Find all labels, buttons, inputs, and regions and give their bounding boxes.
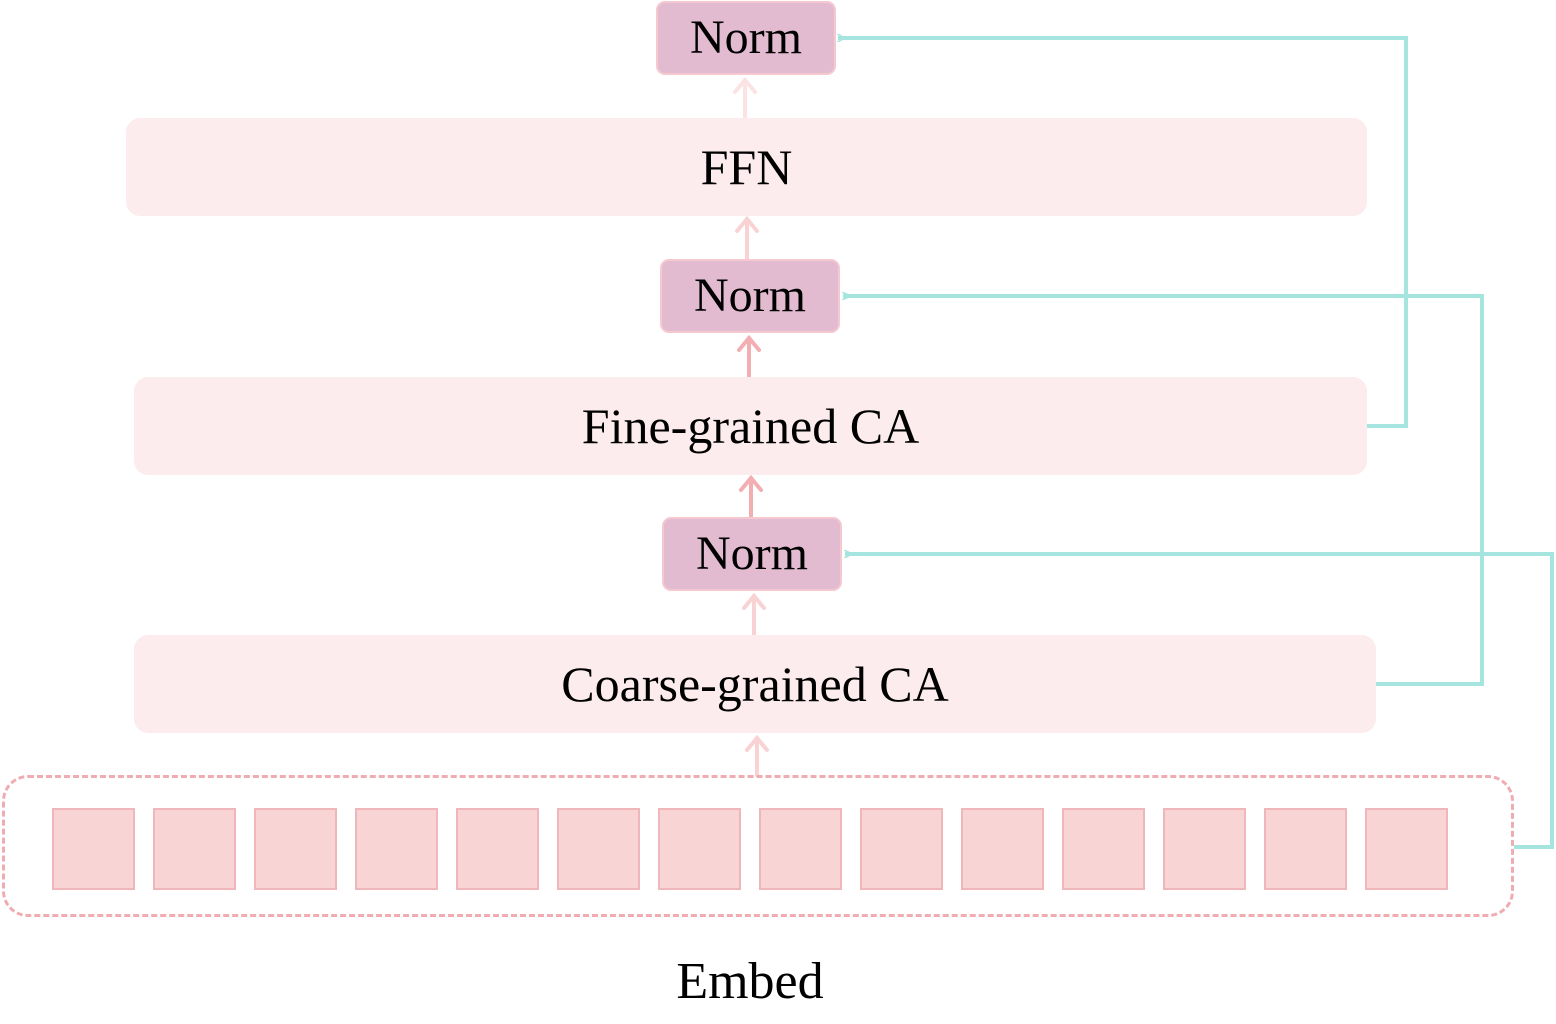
embed-token [456,808,539,890]
norm-label: Norm [694,269,806,322]
fine-grained-ca-block: Fine-grained CA [134,377,1367,475]
residual-fine-to-top-norm [838,38,1408,428]
ffn-block: FFN [126,118,1367,216]
coarse-grained-ca-label: Coarse-grained CA [561,656,949,712]
embed-caption: Embed [676,953,824,1010]
ffn-label: FFN [700,139,793,195]
coarse-grained-ca-block: Coarse-grained CA [134,635,1376,733]
norm-label: Norm [696,527,808,580]
embed-token [860,808,943,890]
norm-label: Norm [690,11,802,64]
embed-token [254,808,337,890]
embed-token [759,808,842,890]
embed-token [1264,808,1347,890]
embed-token [1062,808,1145,890]
embed-group-frame [2,775,1514,917]
embed-token [1365,808,1448,890]
fine-grained-ca-label: Fine-grained CA [581,398,920,454]
norm-block-middle: Norm [660,259,840,333]
flow-arrow-coarse-to-norm [742,592,766,638]
embed-token [557,808,640,890]
embed-token [153,808,236,890]
flow-arrow-ffn-to-norm [733,76,757,120]
flow-arrow-fine-to-norm [737,334,761,379]
flow-arrow-embed-to-coarse [745,734,769,777]
embed-token [1163,808,1246,890]
embed-token [961,808,1044,890]
residual-coarse-to-middle-norm [843,296,1484,686]
norm-block-top: Norm [656,1,836,75]
embed-token [658,808,741,890]
flow-arrow-norm-to-ffn [735,215,759,263]
flow-arrow-norm-to-fine [739,474,763,520]
embed-token [52,808,135,890]
embed-token [355,808,438,890]
norm-block-bottom: Norm [662,517,842,591]
